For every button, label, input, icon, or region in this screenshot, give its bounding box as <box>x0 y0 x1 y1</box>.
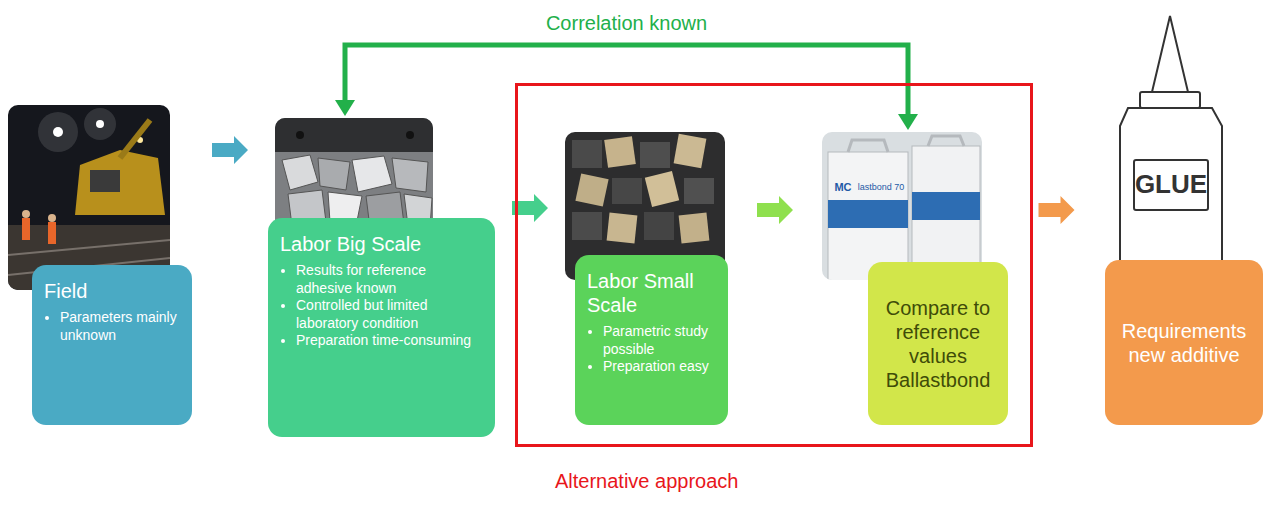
arrow-head <box>898 114 918 130</box>
box-text: Requirements new additive <box>1113 319 1255 367</box>
bullet-list: Results for reference adhesive knownCont… <box>280 262 485 350</box>
box-heading: Labor Big Scale <box>280 232 485 256</box>
box-text: Compare to reference values Ballastbond <box>876 296 1000 392</box>
can-label: lastbond 70 <box>855 183 907 193</box>
flow-arrow <box>212 136 248 164</box>
process-box: Requirements new additive <box>1105 260 1263 425</box>
bullet-item: Results for reference adhesive known <box>296 262 485 297</box>
glue-bottle-icon <box>1120 16 1222 262</box>
bullet-item: Preparation time-consuming <box>296 332 485 350</box>
arrow-head <box>335 100 355 116</box>
requirements-node: Requirements new additive <box>1105 15 1263 425</box>
edge-label: Correlation known <box>540 12 713 35</box>
bullet-item: Parameters mainly unknown <box>60 309 182 344</box>
bullet-item: Controlled but limited laboratory condit… <box>296 297 485 332</box>
bracket-line <box>345 45 908 116</box>
flow-arrow <box>757 196 793 224</box>
box-heading: Labor Small Scale <box>587 269 718 317</box>
region-label: Alternative approach <box>555 470 738 493</box>
process-box: Compare to reference values Ballastbond <box>868 262 1008 425</box>
correlation-bracket <box>335 45 918 130</box>
glue-text: GLUE <box>1134 170 1208 199</box>
bullet-list: Parameters mainly unknown <box>44 309 182 344</box>
compare-node: Compare to reference values Ballastbond <box>822 132 1008 425</box>
field-photo <box>8 105 170 290</box>
process-box: Labor Small ScaleParametric study possib… <box>575 255 728 425</box>
can-logo: MC <box>832 181 854 193</box>
box-heading: Field <box>44 279 182 303</box>
block-arrow <box>212 136 248 164</box>
field-node: FieldParameters mainly unknown <box>8 105 192 425</box>
small-scale-node: Labor Small ScaleParametric study possib… <box>565 132 728 425</box>
bullet-item: Preparation easy <box>603 358 718 376</box>
block-arrow <box>757 196 793 224</box>
big-scale-node: Labor Big ScaleResults for reference adh… <box>268 118 495 437</box>
alternative-frame: Alternative approachLabor Small ScalePar… <box>515 83 1033 447</box>
box-text-group: Compare to reference values Ballastbond <box>876 296 1000 392</box>
flow-arrow <box>1039 196 1075 224</box>
ballastbond-cans-photo <box>822 132 982 280</box>
process-box: Labor Big ScaleResults for reference adh… <box>268 218 495 437</box>
block-arrow <box>1039 196 1075 224</box>
box-text-group: Requirements new additive <box>1113 319 1255 367</box>
bullet-item: Parametric study possible <box>603 323 718 358</box>
bullet-list: Parametric study possiblePreparation eas… <box>587 323 718 376</box>
process-box: FieldParameters mainly unknown <box>32 265 192 425</box>
